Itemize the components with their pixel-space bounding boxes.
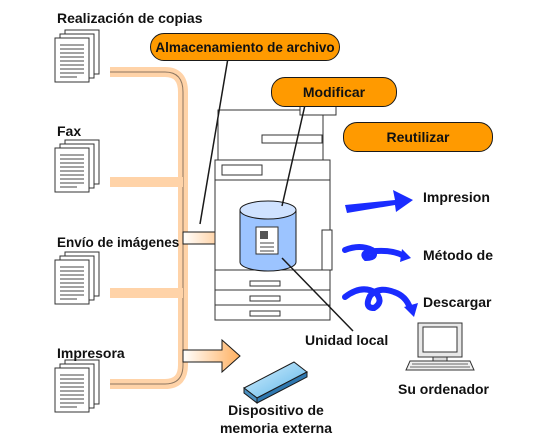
source-fax-label: Fax (57, 123, 82, 139)
storage-callout: Almacenamiento de archivo (150, 33, 340, 61)
output-arrows (342, 190, 418, 317)
external-memory-label-line2: memoria externa (219, 420, 333, 436)
usb-memory-icon (243, 361, 308, 405)
document-stack-icon (54, 139, 100, 193)
print-arrow-icon (345, 190, 413, 213)
document-stack-icon (54, 251, 100, 305)
external-memory-label-line1: Dispositivo de (228, 402, 324, 418)
reuse-callout: Reutilizar (343, 122, 493, 152)
flow-bracket (110, 67, 188, 389)
document-stack-icon (54, 359, 100, 413)
source-image-send-label: Envío de imágenes (57, 235, 180, 250)
print-label: Impresion (423, 189, 490, 205)
flow-arrow-to-usb (182, 338, 241, 374)
method-arrow-icon (342, 244, 405, 262)
local-drive-label: Unidad local (305, 332, 389, 348)
computer-icon (405, 322, 475, 371)
modify-callout: Modificar (271, 77, 397, 107)
download-arrow-icon (342, 286, 413, 312)
source-printer-label: Impresora (57, 345, 125, 361)
computer-label: Su ordenador (398, 381, 490, 397)
source-copies-label: Realización de copias (57, 10, 203, 26)
document-stack-icon (54, 29, 100, 83)
local-drive-icon (239, 200, 297, 272)
method-label: Método de (423, 247, 493, 263)
callout-pointers (199, 57, 354, 332)
download-label: Descargar (423, 294, 492, 310)
multifunction-printer-icon (214, 102, 337, 321)
